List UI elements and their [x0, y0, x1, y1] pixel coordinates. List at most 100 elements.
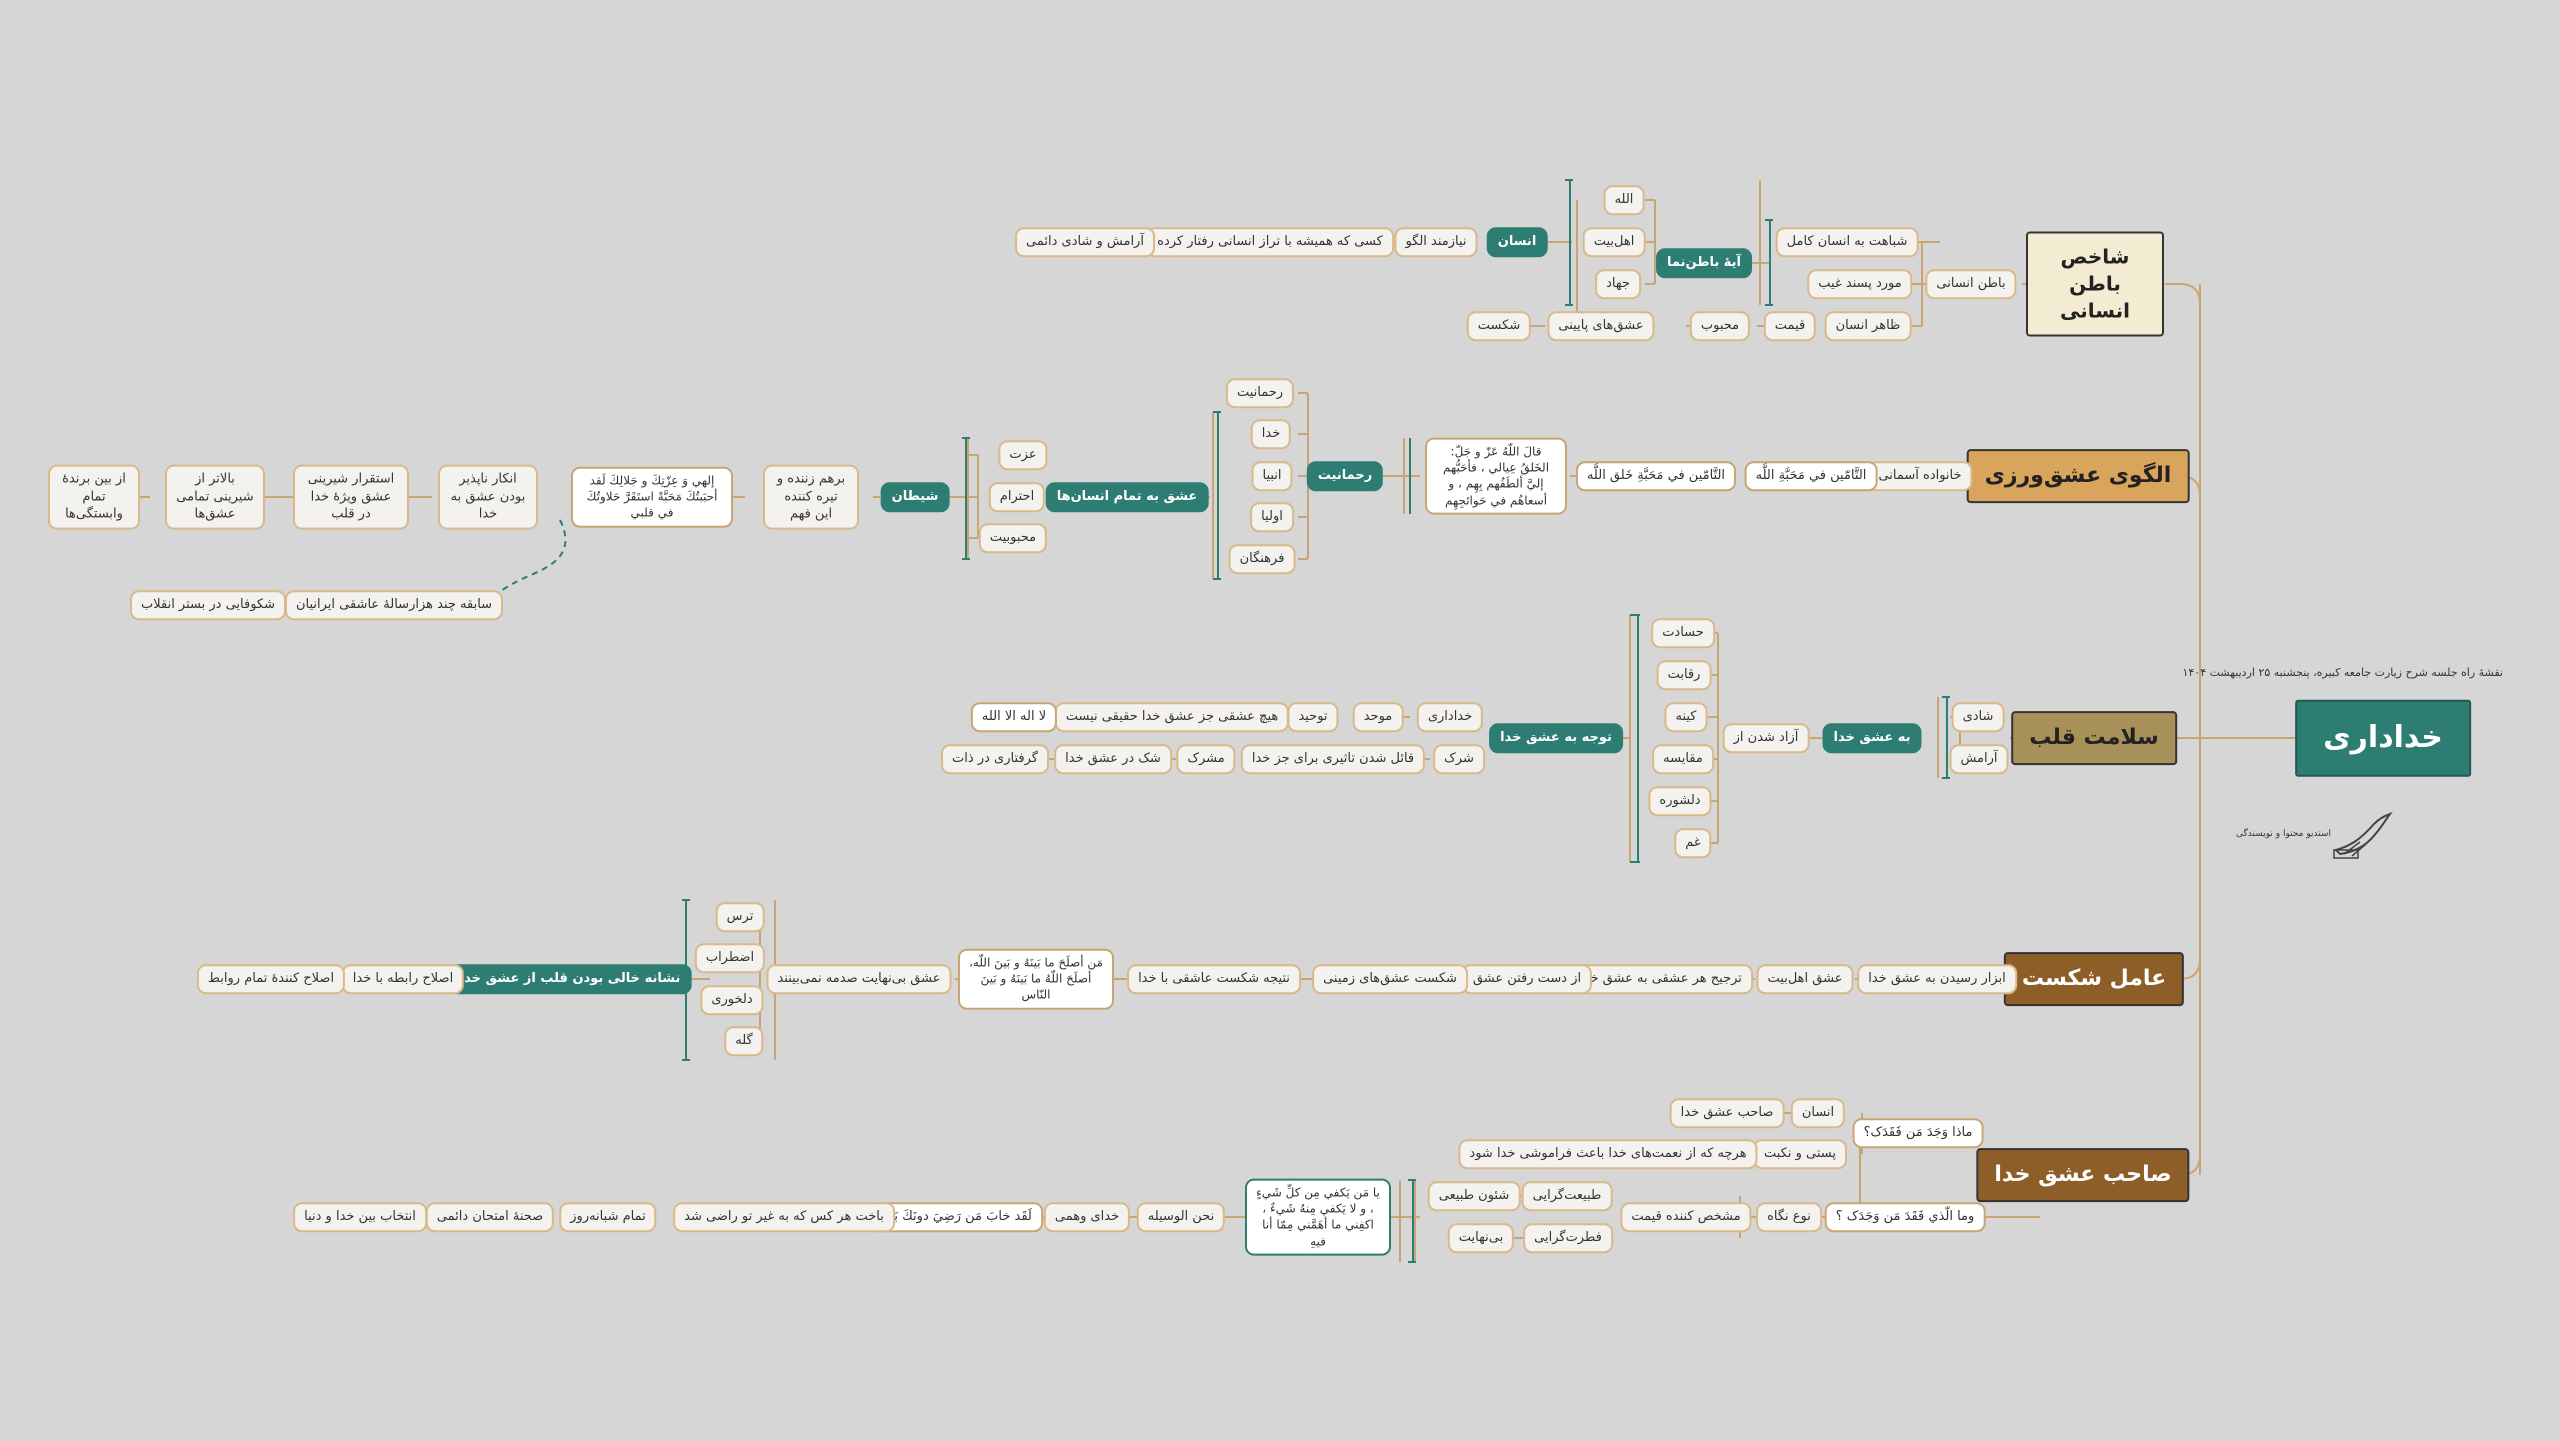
node-mercy-hub[interactable]: رحمانیت	[1306, 461, 1384, 491]
branch-heart-health[interactable]: سلامت قلب	[2011, 711, 2177, 765]
node-what-found[interactable]: ماذا وَجَدَ مَن فَقَدَک؟	[1852, 1118, 1984, 1148]
node-we-the-means[interactable]: نحن الوسیله	[1136, 1202, 1226, 1232]
node-infinity[interactable]: بی‌نهایت	[1447, 1223, 1515, 1253]
node-rivalry[interactable]: رقابت	[1656, 660, 1712, 690]
node-outer-human[interactable]: ظاهر انسان	[1824, 311, 1912, 341]
node-beloved[interactable]: محبوب	[1689, 311, 1751, 341]
node-trapped-self[interactable]: گرفتاری در ذات	[941, 744, 1049, 774]
node-hadith-love-god[interactable]: التَّامّين في مَحَبَّةِ اللَّه	[1744, 461, 1878, 491]
node-earthly-loves-fail[interactable]: شکست عشق‌های زمینی	[1312, 964, 1468, 994]
node-tawhid[interactable]: توحید	[1287, 702, 1339, 732]
node-respect[interactable]: احترام	[988, 482, 1046, 512]
node-ahlulbayt-1[interactable]: اهل‌بیت	[1582, 227, 1646, 257]
node-monotheist[interactable]: موحد	[1352, 702, 1404, 732]
node-no-real-love[interactable]: هیچ عشقی جز عشق خدا حقیقی نیست	[1054, 702, 1290, 732]
node-verse-loss[interactable]: لَقَد خابَ مَن رَضِيَ دونَكَ بَدَلاً	[869, 1202, 1043, 1232]
node-choice-god-world[interactable]: انتخاب بین خدا و دنیا	[293, 1202, 427, 1232]
node-human-1[interactable]: انسان	[1486, 227, 1548, 257]
node-what-lost[interactable]: وما الّذي فَقَدَ مَن وَجَدَک ؟	[1824, 1202, 1986, 1232]
node-saints[interactable]: اولیا	[1250, 502, 1294, 532]
node-honor[interactable]: عزت	[998, 440, 1048, 470]
node-satan[interactable]: شیطان	[880, 482, 950, 512]
node-all-day-night[interactable]: تمام شبانه‌روز	[559, 1202, 657, 1232]
node-distress[interactable]: اضطراب	[694, 943, 766, 973]
node-fitrah[interactable]: فطرت‌گرایی	[1523, 1223, 1613, 1253]
node-hadith-reform[interactable]: مَن أصلَحَ ما بَينَهُ و بَينَ اللّه، أصل…	[958, 948, 1114, 1010]
node-iranian-history[interactable]: سابقه چند هزارسالهٔ عاشقی ایرانیان	[284, 590, 504, 620]
node-comparison[interactable]: مقایسه	[1652, 744, 1714, 774]
node-polytheist[interactable]: مشرک	[1176, 744, 1236, 774]
node-supplication-suffice[interactable]: يا مَن يَكفي مِن كلِّ شَيءٍ ، و لا يَكفي…	[1245, 1178, 1391, 1256]
node-grief[interactable]: غم	[1674, 828, 1712, 858]
node-inner-human[interactable]: باطن انسانی	[1925, 269, 2017, 299]
node-jihad[interactable]: جهاد	[1595, 269, 1641, 299]
node-lower-loves[interactable]: عشق‌های پایینی	[1547, 311, 1655, 341]
node-la-ilaha[interactable]: لا اله الا الله	[970, 702, 1058, 732]
node-revolution-bloom[interactable]: شکوفایی در بستر انقلاب	[130, 590, 286, 620]
node-joy[interactable]: شادی	[1951, 702, 2005, 732]
node-cultured[interactable]: فرهنگان	[1228, 544, 1296, 574]
node-god[interactable]: خدا	[1250, 419, 1292, 449]
node-doubt-god-love[interactable]: شک در عشق خدا	[1054, 744, 1172, 774]
node-love-all-humans[interactable]: عشق به تمام انسان‌ها	[1045, 482, 1209, 512]
node-fix-god-relation[interactable]: اصلاح رابطه با خدا	[341, 964, 465, 994]
node-prefer-other-love[interactable]: ترجیح هر عشقی به عشق خدا	[1569, 964, 1753, 994]
node-imaginary-god[interactable]: خدای وهمی	[1043, 1202, 1131, 1232]
node-naturalism[interactable]: طبیعت‌گرایی	[1521, 1181, 1613, 1211]
node-fixes-all[interactable]: اصلاح کنندهٔ تمام روابط	[196, 964, 346, 994]
node-mercy[interactable]: رحمانیت	[1225, 378, 1295, 408]
node-always-human-level[interactable]: کسی که همیشه با تراز انسانی رفتار کرده	[1146, 227, 1394, 257]
node-other-influence[interactable]: قائل شدن تاثیری برای جز خدا	[1240, 744, 1426, 774]
branch-failure-factor[interactable]: عامل شکست	[2003, 952, 2185, 1006]
node-grudge[interactable]: کینه	[1664, 702, 1708, 732]
node-natural-affairs[interactable]: شئون طبیعی	[1427, 1181, 1521, 1211]
node-sweetness-settled[interactable]: استقرار شیرینی عشق ویژهٔ خدا در قلب	[293, 464, 409, 530]
node-love-lost[interactable]: از دست رفتن عشق	[1461, 964, 1593, 994]
branch-inner-index[interactable]: شاخص باطن انسانی	[2026, 231, 2164, 337]
node-shirk[interactable]: شرک	[1433, 744, 1485, 774]
node-attention-god-love[interactable]: توجه به عشق خدا	[1489, 723, 1623, 753]
node-heavenly-family[interactable]: خانواده آسمانی	[1867, 461, 1973, 491]
node-anyone-other-loses[interactable]: باخت هر کس که به غیر تو راضی شد	[673, 1202, 895, 1232]
node-human-2[interactable]: انسان	[1790, 1098, 1846, 1128]
node-resentment[interactable]: دلخوری	[700, 985, 764, 1015]
node-freed-from[interactable]: آزاد شدن از	[1722, 723, 1810, 753]
node-infinite-love-safe[interactable]: عشق بی‌نهایت صدمه نمی‌بینند	[766, 964, 952, 994]
node-fear[interactable]: ترس	[715, 902, 765, 932]
node-verse-inner[interactable]: آیهٔ باطن‌نما	[1656, 248, 1752, 278]
branch-love-model[interactable]: الگوی عشق‌ورزی	[1966, 449, 2190, 503]
node-hadith-creation-family[interactable]: قالَ اللّهُ عَزّ و جَلّ: الخَلقُ عِيالي …	[1425, 437, 1567, 515]
node-envy[interactable]: حسادت	[1651, 618, 1715, 648]
node-calm[interactable]: آرامش	[1949, 744, 2009, 774]
node-anxiety-heart[interactable]: دلشوره	[1648, 786, 1712, 816]
node-allah[interactable]: الله	[1603, 185, 1645, 215]
node-tool-god-love[interactable]: ابزار رسیدن به عشق خدا	[1857, 964, 2017, 994]
node-value-determiner[interactable]: مشخص کننده قیمت	[1620, 1202, 1752, 1232]
node-baseness[interactable]: پستی و نکبت	[1752, 1139, 1848, 1169]
node-god-love-owner[interactable]: صاحب عشق خدا	[1669, 1098, 1785, 1128]
node-belovedness[interactable]: محبوبیت	[978, 523, 1048, 553]
node-defeat[interactable]: شکست	[1466, 311, 1532, 341]
node-above-sweetness[interactable]: بالاتر از شیرینی تمامی عشق‌ها	[165, 464, 265, 530]
branch-god-love-owner[interactable]: صاحب عشق خدا	[1976, 1148, 2190, 1202]
node-godkeeping[interactable]: خداداری	[1416, 702, 1484, 732]
node-unseen-approval[interactable]: مورد پسند غیب	[1807, 269, 1913, 299]
node-munajat[interactable]: إلهي وَ عِزّتِكَ و جَلالِكَ لَقد أحبَبتُ…	[571, 466, 733, 528]
node-forget-god[interactable]: هرچه که از نعمت‌های خدا باعث فراموشی خدا…	[1458, 1139, 1758, 1169]
node-prophets[interactable]: انبیا	[1251, 461, 1293, 491]
node-needs-model[interactable]: نیازمند الگو	[1394, 227, 1478, 257]
node-viewpoint[interactable]: نوع نگاه	[1756, 1202, 1822, 1232]
node-ahlulbayt-love[interactable]: عشق اهل‌بیت	[1756, 964, 1854, 994]
node-for-god-love[interactable]: به عشق خدا	[1822, 723, 1922, 753]
node-removes-attachments[interactable]: از بین برندهٔ تمام وابستگی‌ها	[48, 464, 140, 530]
node-value[interactable]: قیمت	[1763, 311, 1817, 341]
node-complaint[interactable]: گله	[724, 1026, 764, 1056]
node-peace-joy[interactable]: آرامش و شادی دائمی	[1015, 227, 1155, 257]
node-hadith-love-creation[interactable]: التَّامّين في مَحَبَّةِ خَلق اللَّه	[1575, 461, 1737, 491]
root-node[interactable]: خداداری	[2295, 699, 2471, 777]
node-undeniable-love[interactable]: انکار ناپذیر بودن عشق به خدا	[438, 464, 538, 530]
node-constant-test[interactable]: صحنهٔ امتحان دائمی	[425, 1202, 555, 1232]
node-result-fail[interactable]: نتیجه شکست عاشقی با خدا	[1127, 964, 1301, 994]
node-empty-heart-sign[interactable]: نشانه خالی بودن قلب از عشق خدا	[448, 964, 692, 994]
node-resemblance[interactable]: شباهت به انسان کامل	[1775, 227, 1919, 257]
